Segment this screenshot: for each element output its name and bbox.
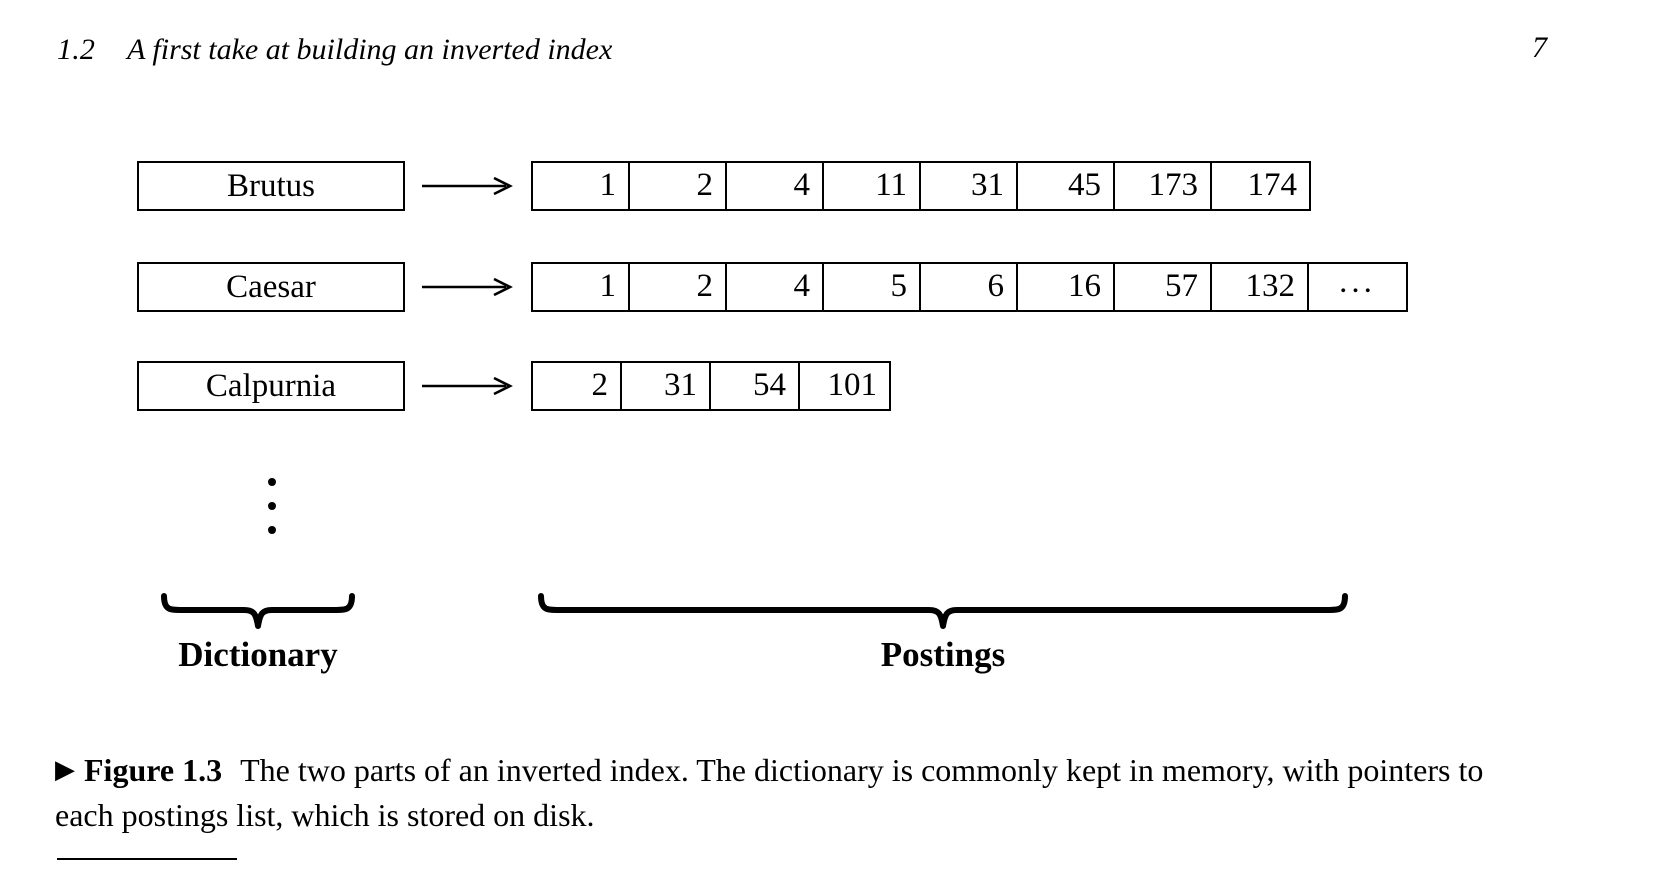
dictionary-term-box: Brutus bbox=[137, 161, 405, 211]
dictionary-term-label: Caesar bbox=[226, 268, 316, 305]
running-header: 1.2 A first take at building an inverted… bbox=[57, 31, 1547, 81]
posting-cell: 31 bbox=[622, 363, 711, 409]
footnote-rule bbox=[57, 858, 237, 860]
postings-brace-label: Postings bbox=[880, 635, 1006, 674]
posting-cell: 173 bbox=[1115, 163, 1212, 209]
dictionary-brace-group: Dictionary bbox=[160, 592, 356, 675]
posting-cell-ellipsis: ... bbox=[1339, 263, 1376, 300]
index-row: Brutus 1 2 4 11 31 45 173 174 bbox=[137, 160, 1311, 212]
ellipsis-dot bbox=[268, 526, 276, 534]
postings-list: 2 31 54 101 bbox=[531, 361, 891, 411]
dictionary-term-label: Brutus bbox=[226, 167, 315, 204]
posting-cell: 54 bbox=[711, 363, 800, 409]
dictionary-term-label: Calpurnia bbox=[205, 367, 337, 404]
index-row: Calpurnia 2 31 54 101 bbox=[137, 360, 891, 412]
posting-cell: 11 bbox=[824, 163, 921, 209]
posting-cell: 1 bbox=[533, 163, 630, 209]
caption-marker-icon: ▶ bbox=[55, 755, 75, 784]
posting-cell: 31 bbox=[921, 163, 1018, 209]
postings-list: 1 2 4 11 31 45 173 174 bbox=[531, 161, 1311, 211]
inverted-index-figure: Brutus 1 2 4 11 31 45 173 174 Caesar bbox=[137, 160, 1408, 675]
dictionary-term-box: Caesar bbox=[137, 262, 405, 312]
header-section-title: A first take at building an inverted ind… bbox=[127, 33, 613, 66]
posting-cell: 2 bbox=[533, 363, 622, 409]
dictionary-term-box: Calpurnia bbox=[137, 361, 405, 411]
caption-figure-label: Figure 1.3 bbox=[84, 752, 223, 788]
posting-cell: 2 bbox=[630, 163, 727, 209]
posting-cell: 4 bbox=[727, 264, 824, 310]
right-arrow-icon bbox=[405, 275, 531, 299]
posting-cell: 1 bbox=[533, 264, 630, 310]
postings-list: 1 2 4 5 6 16 57 132 ... bbox=[531, 262, 1408, 312]
posting-cell: 16 bbox=[1018, 264, 1115, 310]
right-arrow-icon bbox=[405, 374, 531, 398]
posting-cell: 57 bbox=[1115, 264, 1212, 310]
posting-cell: 174 bbox=[1247, 166, 1298, 203]
posting-cell: 101 bbox=[827, 366, 878, 403]
caption-text: The two parts of an inverted index. The … bbox=[55, 752, 1484, 834]
posting-cell: 2 bbox=[630, 264, 727, 310]
posting-cell: 5 bbox=[824, 264, 921, 310]
page-number: 7 bbox=[1532, 31, 1547, 64]
right-arrow-icon bbox=[405, 174, 531, 198]
header-section-number: 1.2 bbox=[57, 33, 96, 66]
postings-brace-group: Postings bbox=[537, 592, 1349, 675]
posting-cell: 4 bbox=[727, 163, 824, 209]
curly-brace-icon bbox=[538, 593, 1348, 629]
ellipsis-dot bbox=[268, 478, 276, 486]
vertical-ellipsis-icon bbox=[265, 478, 279, 534]
posting-cell: 6 bbox=[921, 264, 1018, 310]
index-row: Caesar 1 2 4 5 6 16 57 132 ... bbox=[137, 261, 1408, 313]
dictionary-brace-label: Dictionary bbox=[178, 635, 338, 674]
posting-cell: 45 bbox=[1018, 163, 1115, 209]
ellipsis-dot bbox=[268, 502, 276, 510]
posting-cell: 132 bbox=[1212, 264, 1309, 310]
curly-brace-icon bbox=[161, 593, 355, 629]
